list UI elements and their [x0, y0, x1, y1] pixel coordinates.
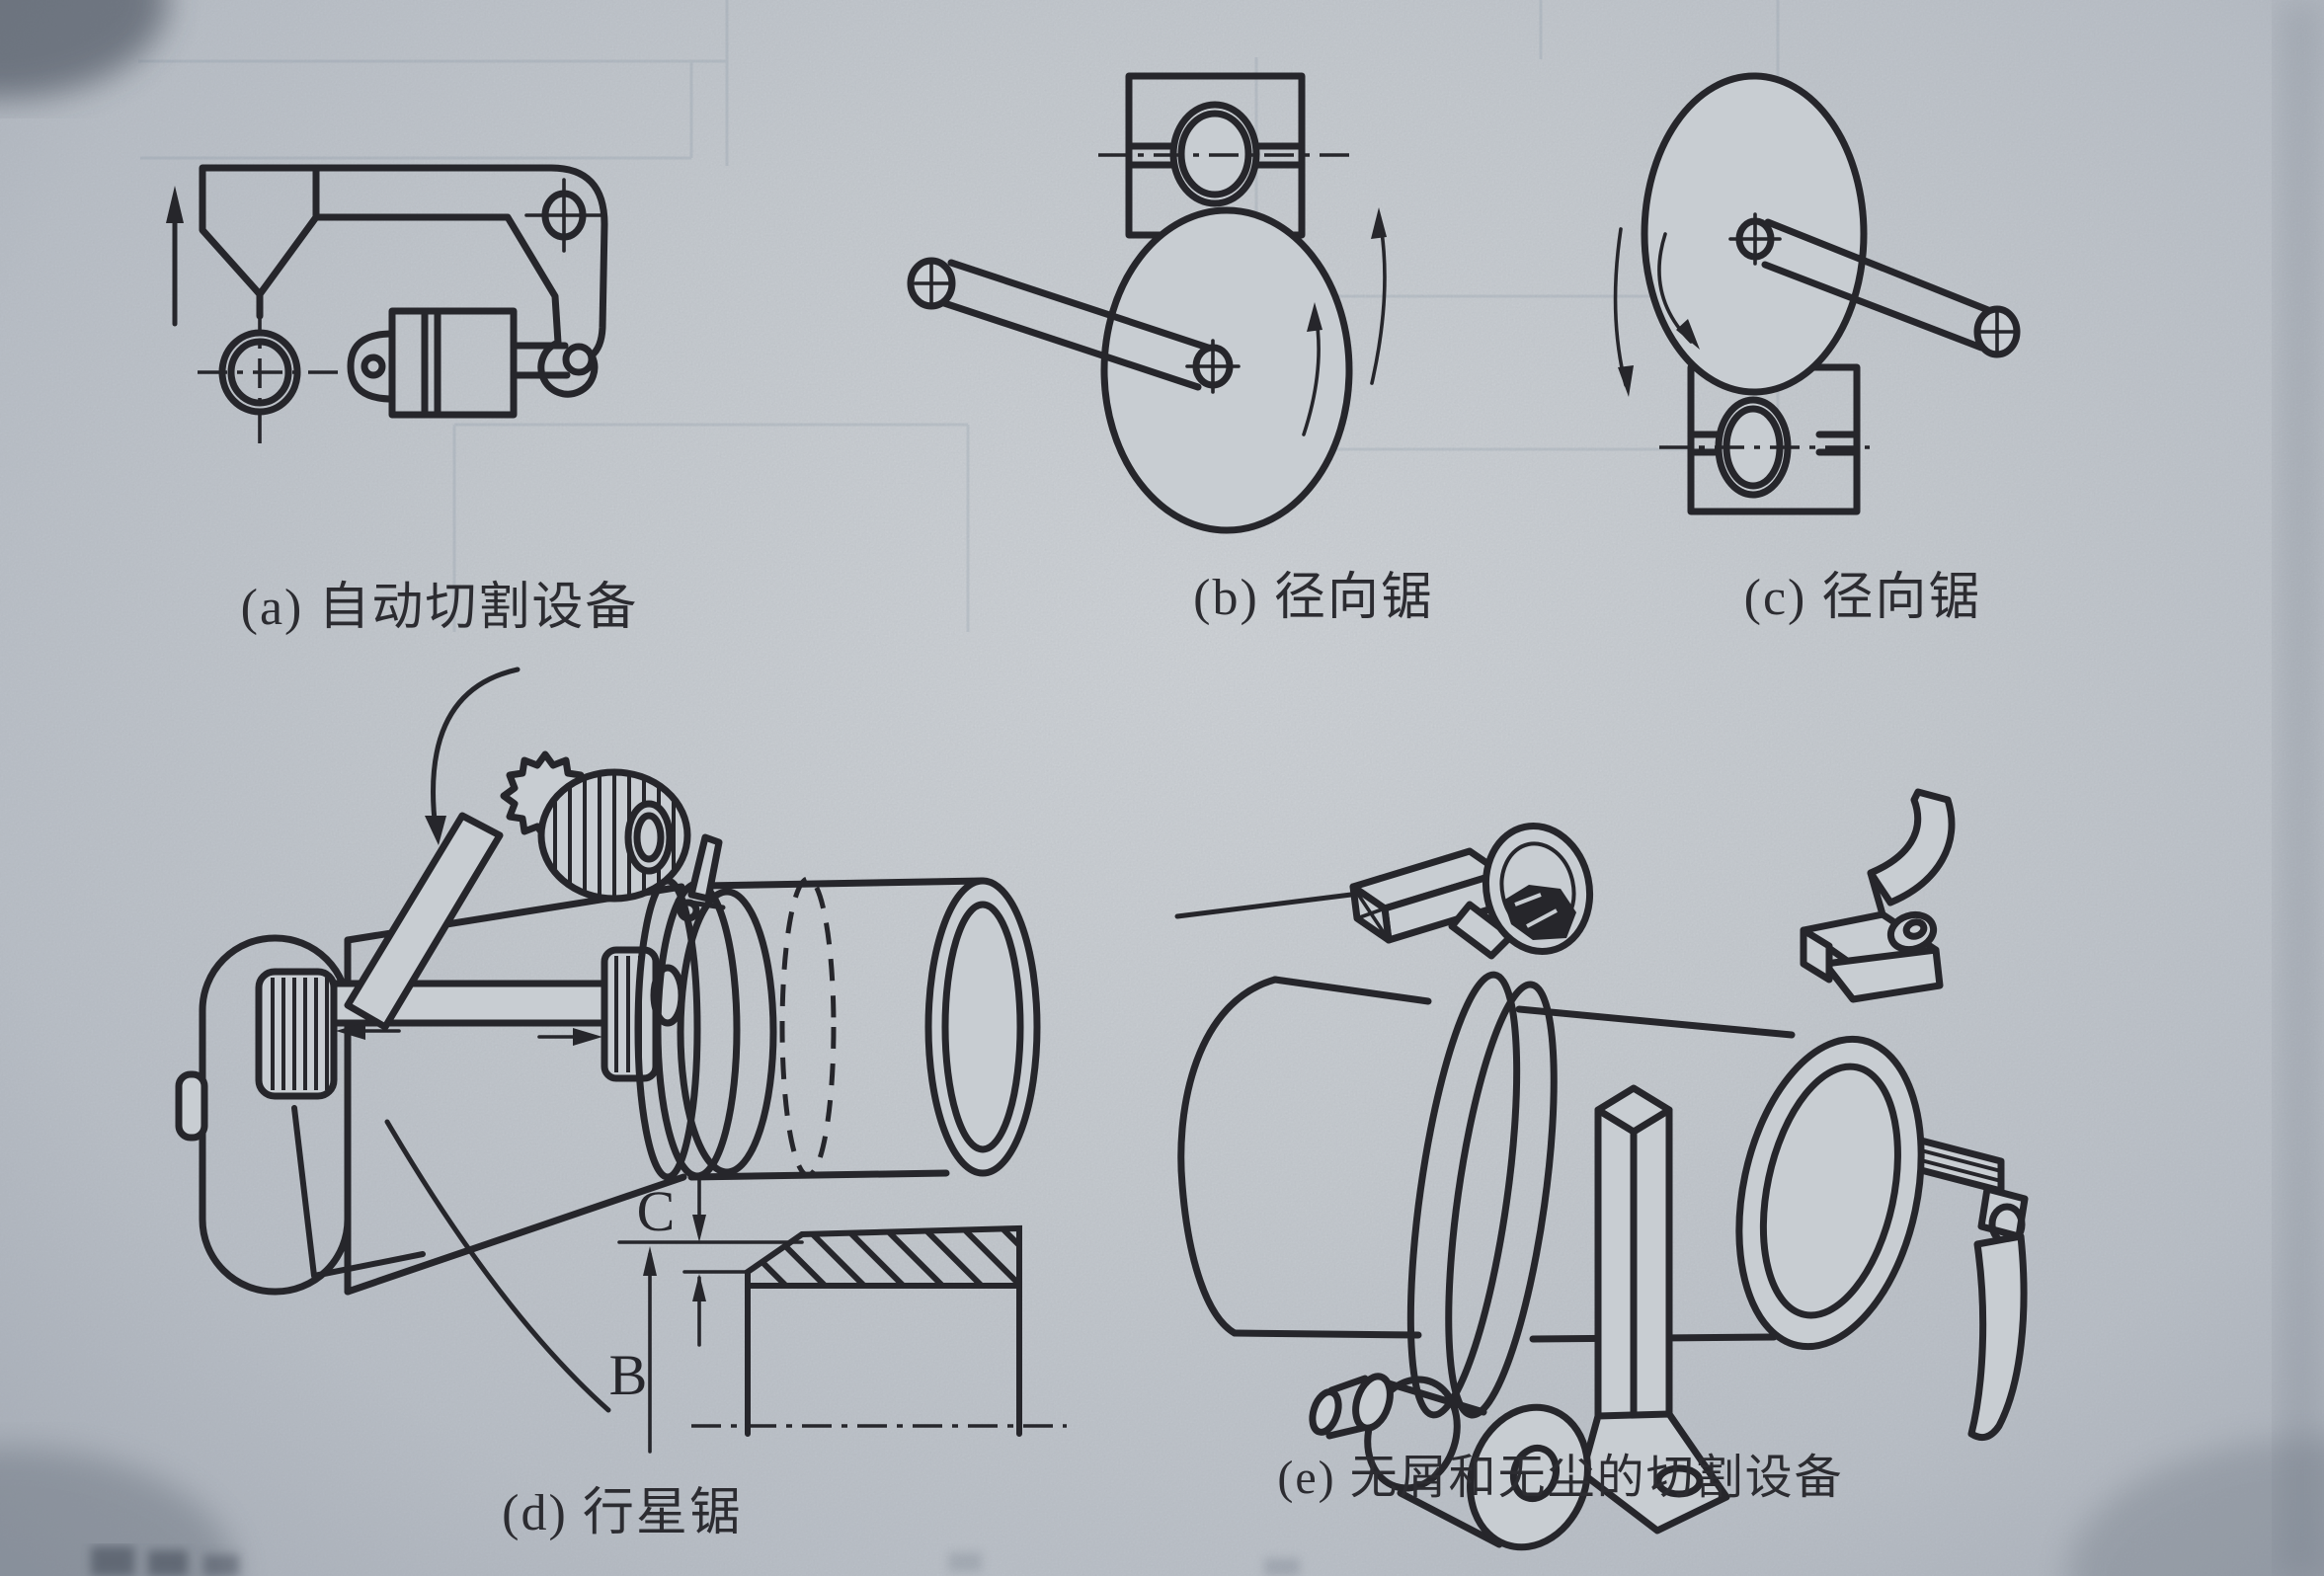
- figure-d-caption: (d) 行星锯: [425, 1483, 820, 1544]
- figure-e-label: (e): [1277, 1452, 1336, 1504]
- feed-up-arrow-icon: [166, 186, 184, 327]
- figure-d-label: (d): [502, 1485, 568, 1541]
- dim-c-arrow-icon: [692, 1173, 706, 1242]
- pivot-crosshair: [524, 178, 603, 253]
- figure-a-automatic-cutting-device: [166, 164, 608, 451]
- figure-b-label: (b): [1193, 570, 1259, 626]
- figure-c-title: 径向锯: [1821, 570, 1982, 626]
- figure-e-title: 无屑和无尘的切割设备: [1349, 1452, 1844, 1504]
- figure-e-caption: (e) 无屑和无尘的切割设备: [1215, 1450, 1906, 1507]
- knob-rotation-arrow-icon: [425, 667, 521, 845]
- crank-arm: [344, 812, 504, 1031]
- crank-handle: [1761, 218, 2021, 358]
- cut-depth-detail: C B: [609, 1173, 1067, 1454]
- pipe-open-end-ring: [1735, 1035, 1925, 1351]
- wheel-teeth: [1503, 885, 1576, 940]
- left-knurled-drum: [255, 968, 338, 1100]
- figure-d-planetary-saw: C B: [175, 667, 1067, 1454]
- tool-rail: [1174, 892, 1354, 919]
- leader-line: [384, 1119, 611, 1413]
- dim-label-c: C: [637, 1179, 676, 1243]
- pipe-edges: [687, 877, 987, 1181]
- screw-feed-right-arrow-icon: [537, 1028, 602, 1046]
- dim-label-b: B: [609, 1343, 648, 1407]
- figure-b-title: 径向锯: [1273, 570, 1434, 626]
- support-roller: [1309, 1373, 1591, 1551]
- front-post-tool: [1578, 1084, 1730, 1535]
- support-bracket: [291, 1105, 426, 1279]
- figure-a-caption: (a) 自动切割设备: [193, 578, 686, 639]
- figure-c-label: (c): [1743, 570, 1807, 626]
- knurled-feed-knob: [537, 768, 691, 903]
- figure-c-caption: (c) 径向锯: [1665, 568, 2060, 629]
- figure-b-radial-saw: [907, 72, 1387, 534]
- pipe-cross-section: [198, 303, 340, 451]
- bleed-through-text-smudges: [91, 1546, 1300, 1576]
- cutting-band-rings: [1406, 971, 1558, 1419]
- blade-center-crosshair: [1728, 212, 1782, 266]
- hidden-cut-plane: [779, 876, 837, 1178]
- cutter-lever: [675, 833, 726, 922]
- detached-cutter-detail: [1800, 788, 1956, 1003]
- crank-handle: [907, 257, 1212, 391]
- figure-a-label: (a): [240, 580, 304, 636]
- rotate-cw-arrow-icon: [1613, 227, 1700, 397]
- cutting-wheel-assembly: [1349, 822, 1594, 960]
- hydraulic-cylinder: [347, 307, 571, 419]
- screw-feed-left-arrow-icon: [336, 1022, 401, 1040]
- figure-c-radial-saw: [1613, 72, 2021, 515]
- blade-center-crosshair: [1185, 339, 1241, 394]
- cutter-frame: [199, 164, 608, 398]
- figure-e-chipless-cutting-device: [1174, 788, 2029, 1551]
- lug-hole: [562, 343, 596, 376]
- figure-b-caption: (b) 径向锯: [1116, 568, 1511, 629]
- figure-d-title: 行星锯: [582, 1485, 743, 1541]
- right-clamp-leg: [1967, 1185, 2029, 1442]
- figure-a-title: 自动切割设备: [318, 580, 639, 636]
- rotate-ccw-arrow-icon: [1302, 207, 1387, 436]
- piston-rod: [510, 342, 571, 379]
- dim-b-arrow-icon: [643, 1246, 657, 1454]
